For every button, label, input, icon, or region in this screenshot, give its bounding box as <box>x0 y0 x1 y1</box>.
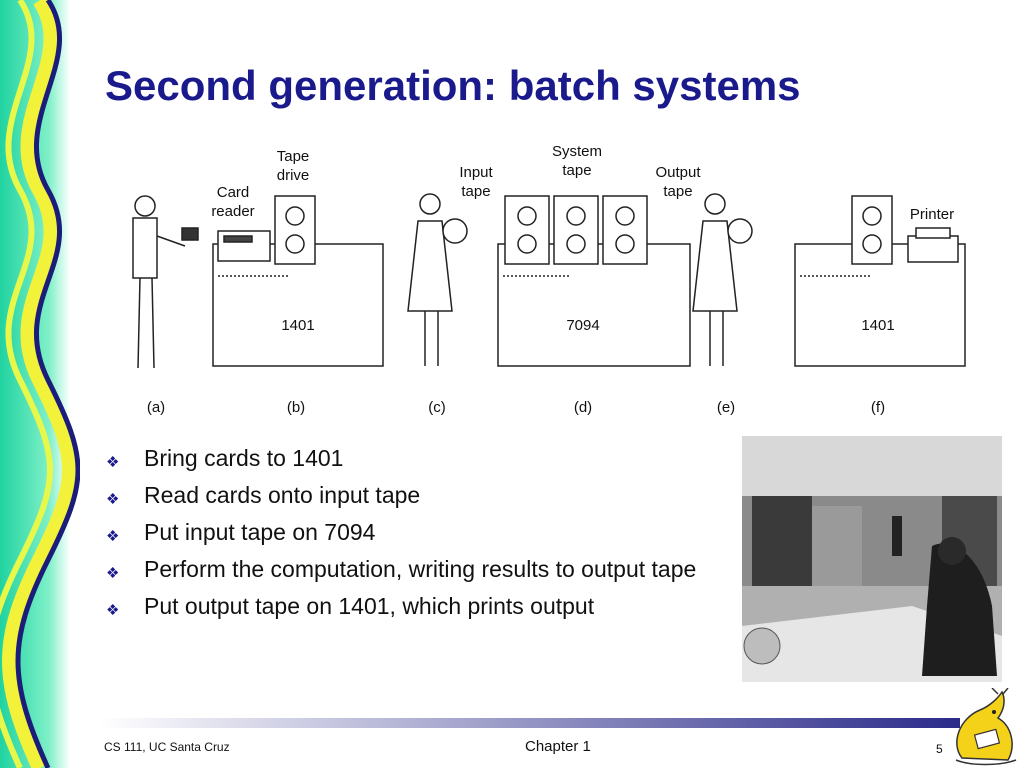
left-wave-decoration <box>0 0 80 768</box>
footer-chapter: Chapter 1 <box>525 738 591 755</box>
operator-output-tape-illustration <box>692 193 753 366</box>
diamond-bullet-icon: ❖ <box>106 602 120 619</box>
card-reader-label: reader <box>211 203 254 220</box>
computer-room-photo <box>742 436 1002 682</box>
diamond-bullet-icon: ❖ <box>106 454 120 471</box>
ibm-1401-printer-illustration <box>794 195 966 367</box>
system-tape-label: tape <box>562 162 591 179</box>
output-tape-label: Output <box>655 164 701 181</box>
printer-label: Printer <box>910 206 954 223</box>
machine-label-1401: 1401 <box>281 317 314 334</box>
list-item: ❖Put output tape on 1401, which prints o… <box>104 592 724 620</box>
footer-divider <box>100 718 960 728</box>
machine-label-7094: 7094 <box>566 317 599 334</box>
output-tape-label: tape <box>663 183 692 200</box>
batch-system-diagram: Card reader Tape drive Input tape System… <box>132 143 966 416</box>
footer-course: CS 111, UC Santa Cruz <box>104 740 230 754</box>
system-tape-label: System <box>552 143 602 160</box>
diamond-bullet-icon: ❖ <box>106 491 120 508</box>
page-number: 5 <box>936 742 943 756</box>
diamond-bullet-icon: ❖ <box>106 565 120 582</box>
input-tape-label: tape <box>461 183 490 200</box>
card-reader-label: Card <box>217 184 250 201</box>
list-item: ❖Bring cards to 1401 <box>104 444 724 472</box>
diamond-bullet-icon: ❖ <box>106 528 120 545</box>
machine-label-1401: 1401 <box>861 317 894 334</box>
list-item: ❖Read cards onto input tape <box>104 481 724 509</box>
caption-d: (d) <box>574 399 592 416</box>
input-tape-label: Input <box>459 164 493 181</box>
tape-drive-label: Tape <box>277 148 310 165</box>
ibm-1401-card-reader-illustration <box>212 195 384 367</box>
caption-f: (f) <box>871 399 885 416</box>
list-item: ❖Put input tape on 7094 <box>104 518 724 546</box>
operator-input-tape-illustration <box>407 193 468 366</box>
list-item: ❖Perform the computation, writing result… <box>104 555 724 583</box>
caption-a: (a) <box>147 399 165 416</box>
caption-b: (b) <box>287 399 305 416</box>
ibm-7094-illustration <box>497 195 691 367</box>
operator-with-cards-illustration <box>132 195 199 369</box>
banana-slug-mascot-icon <box>955 688 1017 766</box>
slide-title: Second generation: batch systems <box>105 62 801 109</box>
bullet-list: ❖Bring cards to 1401 ❖Read cards onto in… <box>104 444 724 629</box>
tape-drive-label: drive <box>277 167 310 184</box>
caption-c: (c) <box>428 399 446 416</box>
caption-e: (e) <box>717 399 735 416</box>
